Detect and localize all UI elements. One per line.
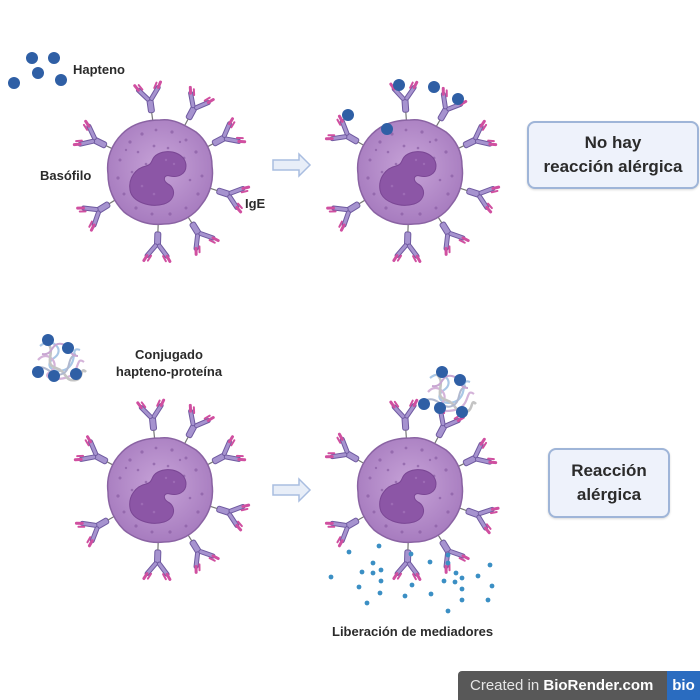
outcome-bottom-line2: alérgica	[576, 485, 642, 504]
basophil-cell-2	[326, 82, 498, 261]
label-basofilo: Basófilo	[40, 168, 92, 183]
outcome-top-line2: reacción alérgica	[543, 157, 683, 176]
outcome-box-allergic-reaction: Reacción alérgica	[548, 448, 670, 518]
arrow-right-icon	[272, 477, 312, 503]
watermark-brand: BioRender.com	[543, 677, 654, 694]
basophil-cell-3	[75, 400, 248, 579]
basophil-cell-1	[74, 82, 248, 261]
outcome-top-line1: No hay	[584, 133, 642, 152]
label-liberacion-mediadores: Liberación de mediadores	[332, 624, 494, 639]
hapten-cluster	[8, 52, 67, 89]
released-mediators	[328, 543, 495, 614]
label-hapteno: Hapteno	[73, 62, 125, 77]
arrow-right-icon	[272, 152, 312, 178]
watermark-prefix: Created in	[470, 677, 544, 694]
crosslinking-conjugate	[418, 366, 478, 418]
label-conjugado-line2: hapteno-proteína	[115, 364, 223, 379]
biorender-watermark[interactable]: Created in BioRender.com bio	[458, 671, 700, 700]
watermark-text: Created in BioRender.com	[458, 677, 653, 694]
outcome-bottom-line1: Reacción	[571, 461, 647, 480]
hapten-protein-conjugate	[32, 334, 88, 382]
biorender-logo-icon: bio	[667, 671, 700, 700]
label-conjugado-line1: Conjugado	[135, 347, 203, 362]
label-conjugado: Conjugado hapteno-proteína	[104, 346, 234, 380]
label-ige: IgE	[245, 196, 266, 211]
outcome-box-no-reaction: No hay reacción alérgica	[527, 121, 699, 189]
